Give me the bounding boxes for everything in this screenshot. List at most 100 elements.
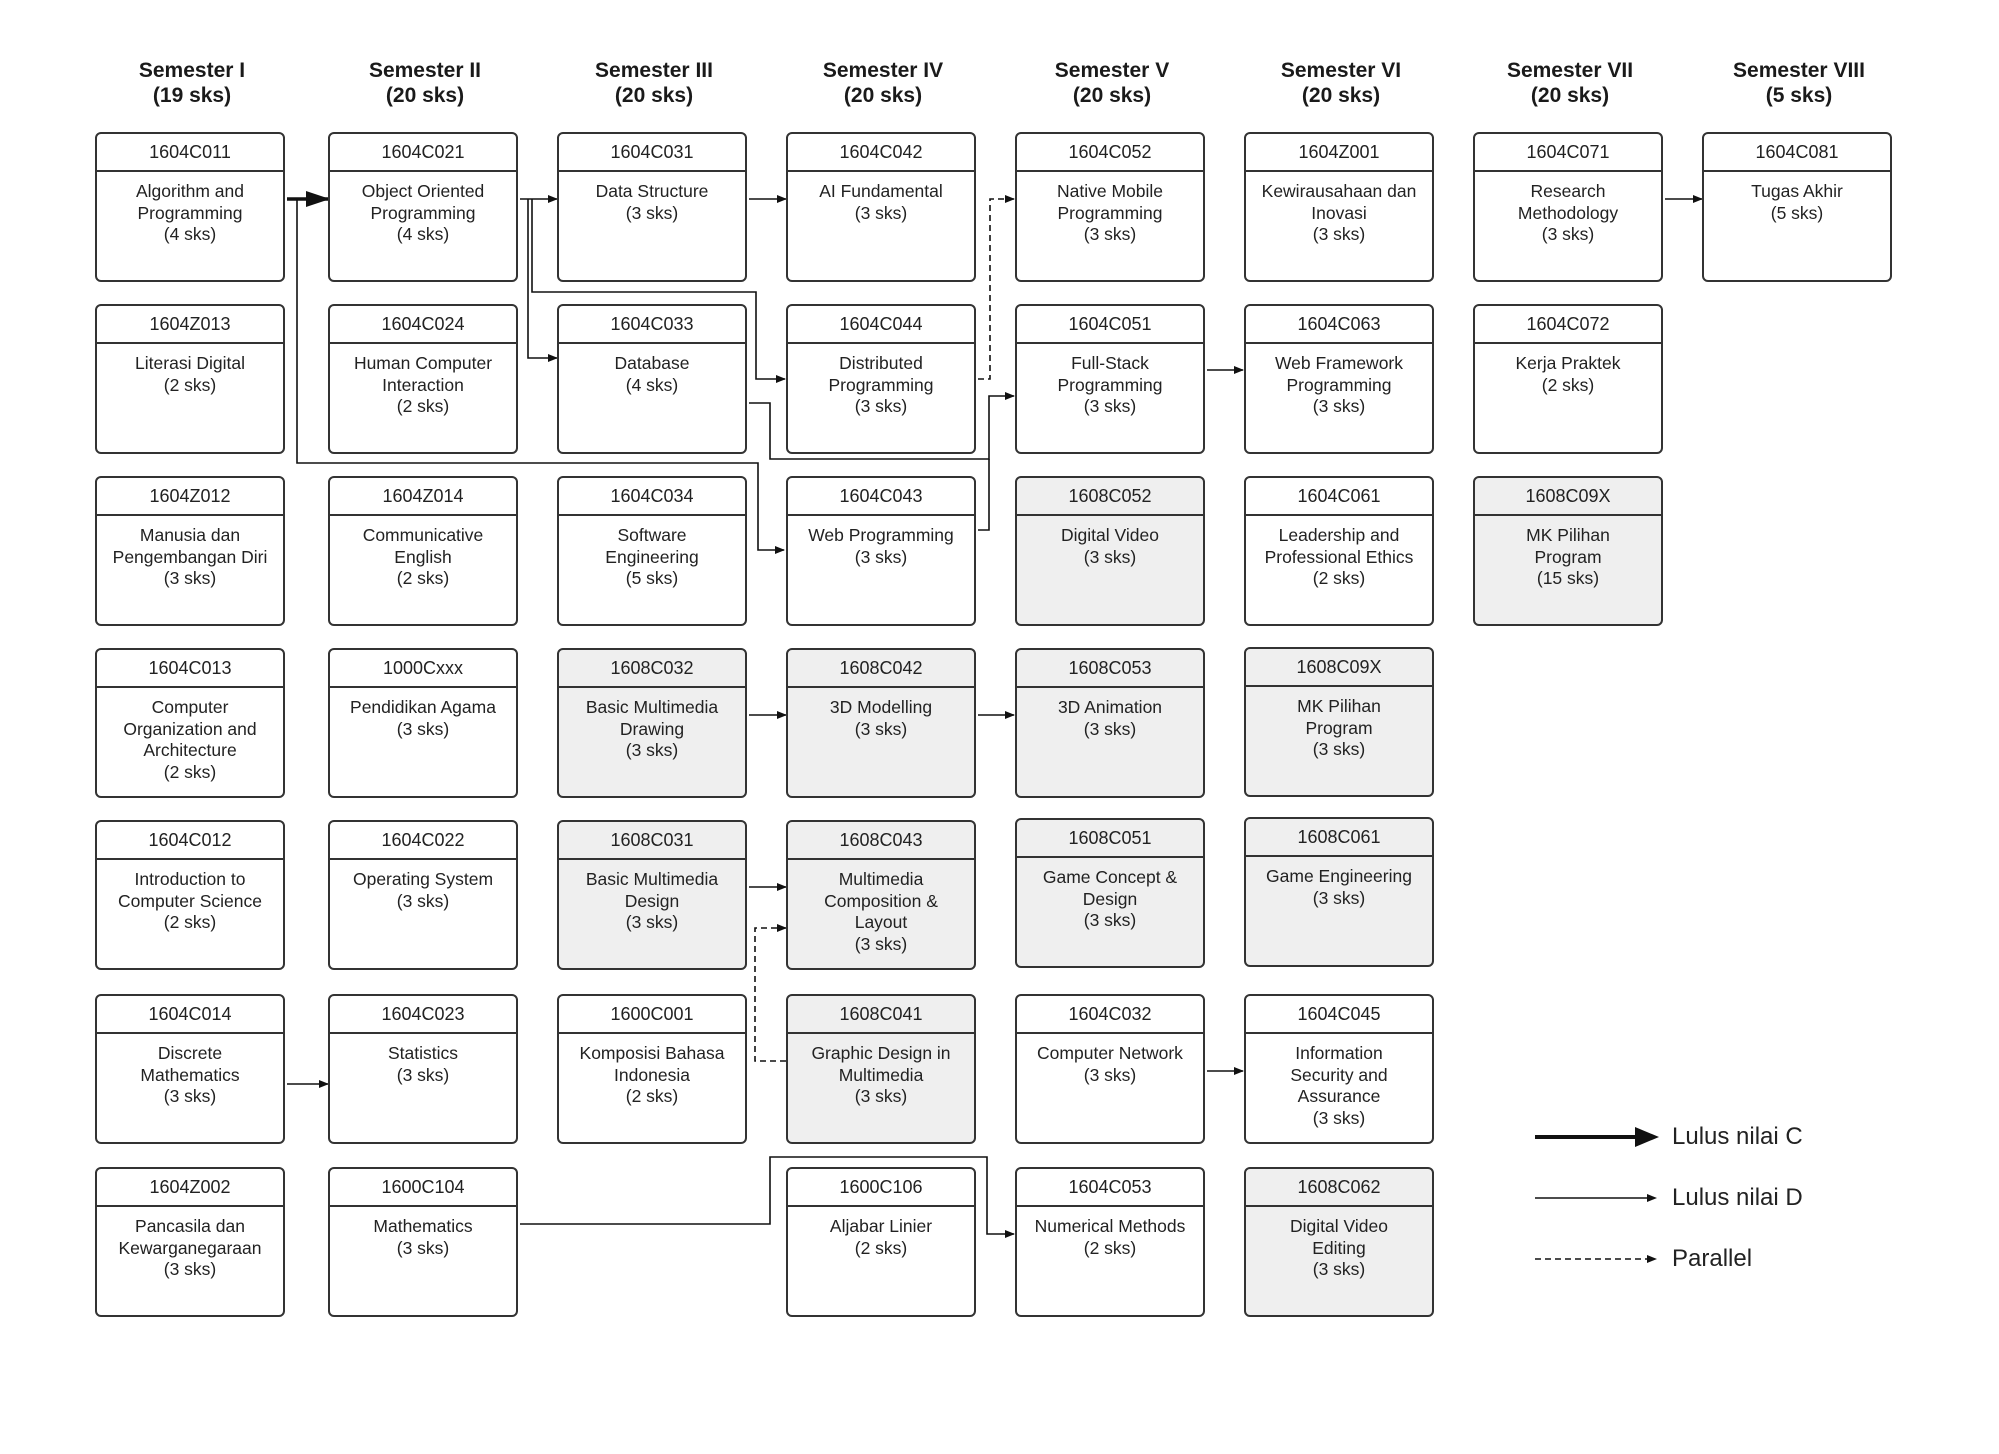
arrow-1604C011-to-1604C043	[296, 199, 785, 554]
course-code: 1608C09X	[1246, 649, 1432, 687]
course-code: 1600C001	[559, 996, 745, 1034]
legend-lulus-d: Lulus nilai D	[1535, 1178, 1865, 1218]
semester-header-7: Semester VII(20 sks)	[1506, 59, 1634, 107]
semester-header-3: Semester III(20 sks)	[595, 59, 713, 107]
course-name: Kerja Praktek (2 sks)	[1515, 353, 1621, 395]
course-code: 1604C072	[1475, 306, 1661, 344]
course-name: 3D Animation (3 sks)	[1057, 697, 1163, 739]
course-code: 1604C045	[1246, 996, 1432, 1034]
course-code: 1604Z012	[97, 478, 283, 516]
course-name: Basic Multimedia Drawing (3 sks)	[585, 697, 719, 760]
course-name: Algorithm and Programming (4 sks)	[136, 181, 244, 244]
course-name: Statistics (3 sks)	[387, 1043, 459, 1085]
course-name: Komposisi Bahasa Indonesia (2 sks)	[579, 1043, 725, 1106]
course-name: Kewirausahaan dan Inovasi (3 sks)	[1261, 181, 1417, 244]
course-name: Digital Video Editing (3 sks)	[1290, 1216, 1388, 1279]
course-card-1608C09X: 1608C09X MK Pilihan Program (15 sks)	[1473, 476, 1663, 626]
course-code: 1608C09X	[1475, 478, 1661, 516]
course-name: Communicative English (2 sks)	[362, 525, 484, 588]
legend-lulus-c: Lulus nilai C	[1535, 1117, 1865, 1157]
semester-header-1: Semester I(19 sks)	[138, 59, 246, 107]
course-name: Literasi Digital (2 sks)	[135, 353, 245, 395]
arrow-1608C041-to-1608C043	[754, 924, 787, 1062]
semester-header-4: Semester IV(20 sks)	[822, 59, 944, 107]
arrow-1604C043-to-1604C051	[978, 459, 990, 531]
course-code: 1000Cxxx	[330, 650, 516, 688]
course-name: Numerical Methods (2 sks)	[1034, 1216, 1186, 1258]
course-code: 1608C031	[559, 822, 745, 860]
course-code: 1604C051	[1017, 306, 1203, 344]
course-code: 1604C012	[97, 822, 283, 860]
course-name: Web Framework Programming (3 sks)	[1274, 353, 1404, 416]
course-name: Pendidikan Agama (3 sks)	[350, 697, 496, 739]
arrow-1604C044-to-1604C052	[978, 195, 1015, 380]
legend-parallel: Parallel	[1535, 1239, 1865, 1279]
course-name: Multimedia Composition & Layout (3 sks)	[824, 869, 938, 954]
course-code: 1604C014	[97, 996, 283, 1034]
course-code: 1608C042	[788, 650, 974, 688]
course-code: 1608C041	[788, 996, 974, 1034]
course-name: Digital Video (3 sks)	[1061, 525, 1159, 567]
course-name: Database (4 sks)	[614, 353, 690, 395]
thick-arrow-icon	[1535, 1127, 1659, 1147]
course-code: 1604C071	[1475, 134, 1661, 172]
course-name: Tugas Akhir (5 sks)	[1751, 181, 1843, 223]
course-name: Introduction to Computer Science (2 sks)	[118, 869, 262, 932]
course-code: 1604C053	[1017, 1169, 1203, 1207]
course-name: Manusia dan Pengembangan Diri (3 sks)	[112, 525, 268, 588]
course-name: Mathematics (3 sks)	[373, 1216, 473, 1258]
course-name: Data Structure (3 sks)	[595, 181, 709, 223]
course-name: Full-Stack Programming (3 sks)	[1057, 353, 1163, 416]
dashed-arrow-icon	[1535, 1255, 1657, 1263]
course-code: 1604C032	[1017, 996, 1203, 1034]
course-name: Object Oriented Programming (4 sks)	[361, 181, 485, 244]
course-name: Leadership and Professional Ethics (2 sk…	[1264, 525, 1414, 588]
course-code: 1604C063	[1246, 306, 1432, 344]
course-name: Game Concept & Design (3 sks)	[1042, 867, 1178, 930]
course-code: 1604C061	[1246, 478, 1432, 516]
semester-header-5: Semester V(20 sks)	[1054, 59, 1170, 107]
course-code: 1604C033	[559, 306, 745, 344]
course-code: 1604C081	[1704, 134, 1890, 172]
course-code: 1608C051	[1017, 820, 1203, 858]
course-code: 1604C024	[330, 306, 516, 344]
course-name: Distributed Programming (3 sks)	[828, 353, 934, 416]
course-code: 1604C044	[788, 306, 974, 344]
course-code: 1604Z002	[97, 1169, 283, 1207]
course-name: Graphic Design in Multimedia (3 sks)	[811, 1043, 951, 1106]
course-code: 1604C043	[788, 478, 974, 516]
arrow-1604C021-to-1604C044	[531, 199, 786, 383]
course-name: Information Security and Assurance (3 sk…	[1290, 1043, 1388, 1128]
course-code: 1604C011	[97, 134, 283, 172]
course-name: Discrete Mathematics (3 sks)	[140, 1043, 240, 1106]
legend-label: Parallel	[1672, 1245, 1753, 1272]
course-code: 1600C104	[330, 1169, 516, 1207]
course-name: MK Pilihan Program (15 sks)	[1526, 525, 1610, 588]
